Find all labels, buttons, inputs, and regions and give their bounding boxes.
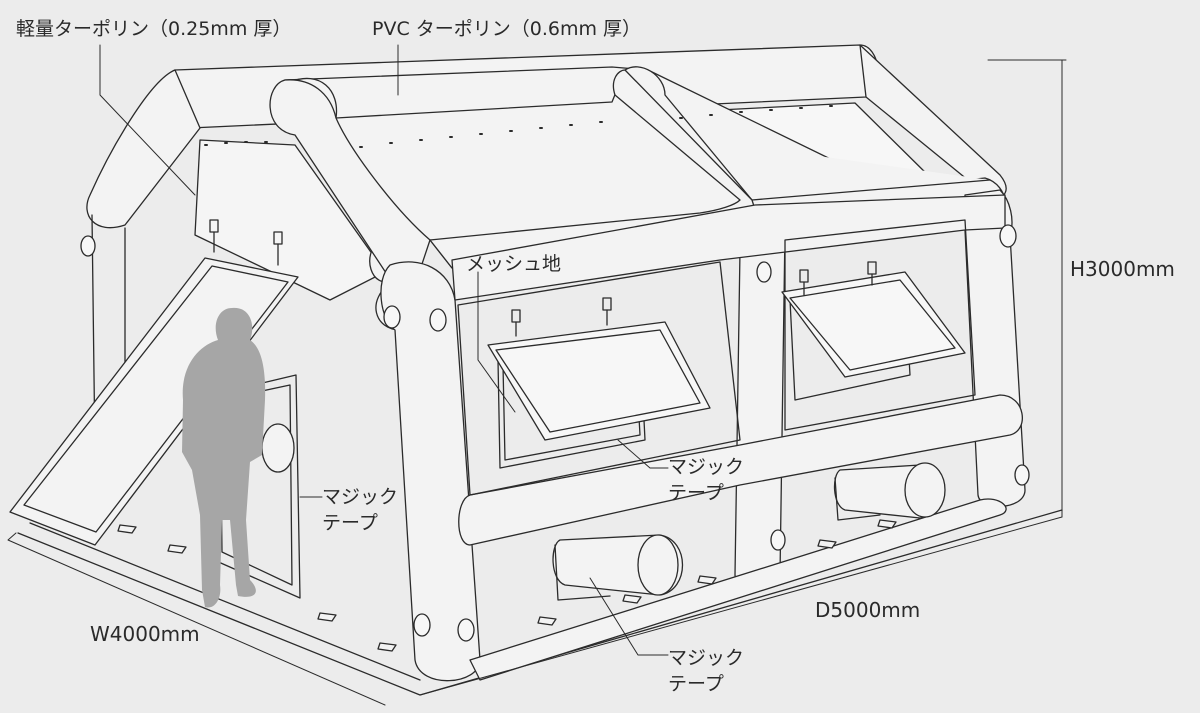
magic-tape-line1: マジック (322, 486, 399, 508)
vent-frame-front (554, 544, 611, 601)
magic-tape-label-window: マジック テープ (668, 454, 744, 506)
width-dimension: W4000mm (90, 622, 200, 646)
side-panel-front (457, 261, 741, 496)
dimension-lines (7, 59, 1067, 706)
height-dimension: H3000mm (1070, 257, 1175, 281)
magic-tape-line1: マジック (668, 456, 745, 478)
leader-lines (99, 44, 669, 656)
magic-tape-line1: マジック (668, 647, 745, 669)
lower-side-tube (458, 394, 1023, 546)
person-silhouette (182, 307, 266, 608)
magic-tape-line2: テープ (668, 482, 724, 504)
mesh-label: メッシュ地 (466, 253, 562, 275)
window-flap-front-inner (495, 329, 701, 433)
floor-edge-inner (29, 522, 421, 681)
upper-side-tube (451, 194, 1006, 301)
window-flap-front (487, 321, 711, 441)
window-hooks (209, 219, 877, 337)
pvc-tarp-label: PVC ターポリン（0.6mm 厚） (372, 18, 642, 40)
front-door-flap-inner (23, 265, 289, 533)
magic-tape-label-door: マジック テープ (322, 484, 398, 536)
door-porthole (261, 423, 295, 473)
vent-frame-rear (834, 477, 881, 521)
side-panel-left (194, 139, 386, 301)
roof-eyelets (204, 105, 833, 148)
back-left-rafter (86, 69, 201, 229)
valves (80, 224, 1030, 642)
window-flap-rear (781, 271, 966, 378)
window-flap-rear-inner (789, 279, 956, 371)
side-panel-rear (784, 219, 976, 431)
ground-stakes (117, 519, 897, 652)
light-tarp-label: 軽量ターポリン（0.25mm 厚） (16, 18, 292, 40)
depth-dimension: D5000mm (815, 598, 921, 622)
vent-duct-rear-end (904, 462, 946, 518)
magic-tape-line2: テープ (322, 512, 378, 534)
magic-tape-label-vent: マジック テープ (668, 645, 744, 697)
vent-duct-front-end (637, 534, 679, 596)
front-left-pillar (380, 261, 481, 682)
ground-side-tube (469, 498, 1007, 681)
magic-tape-line2: テープ (668, 673, 724, 695)
